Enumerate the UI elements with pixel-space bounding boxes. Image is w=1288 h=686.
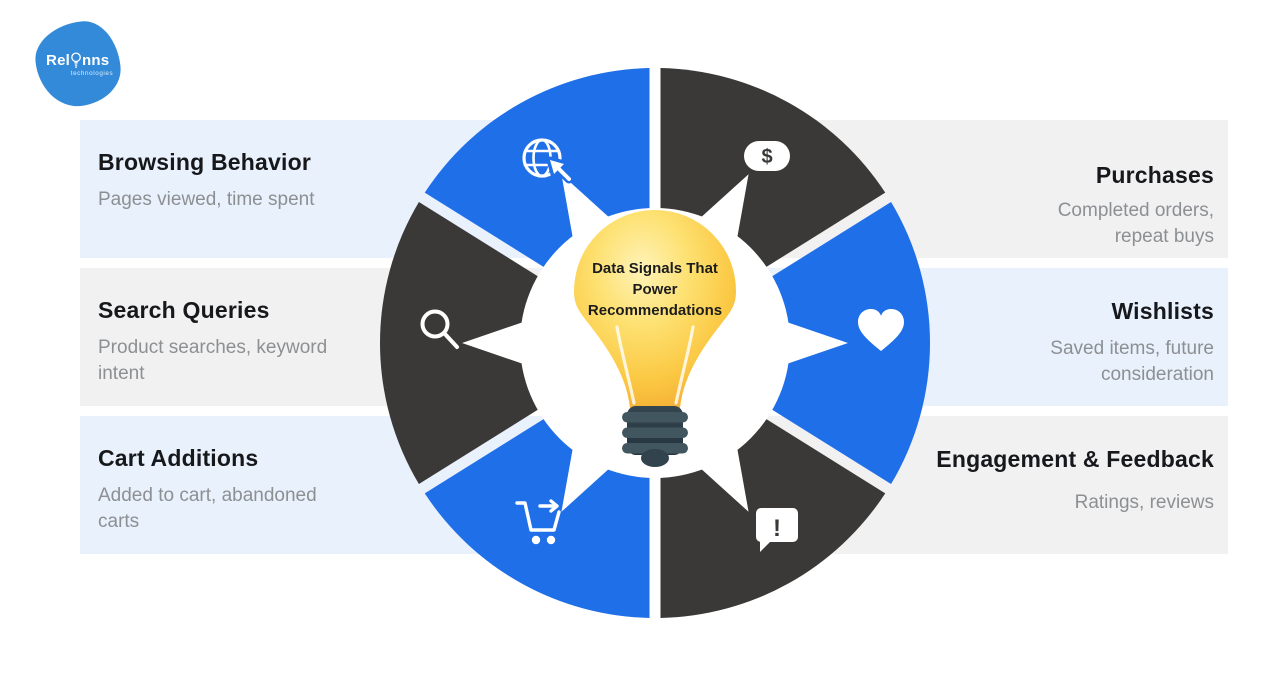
center-title-line3: Recommendations bbox=[588, 302, 722, 319]
bulb-ridge bbox=[622, 427, 688, 438]
bulb-highlight-left bbox=[615, 325, 636, 405]
row-subtitle: Added to cart, abandoned carts bbox=[98, 485, 317, 532]
bulb-nub bbox=[641, 449, 669, 467]
bulb-ridge bbox=[622, 412, 688, 423]
row-subtitle: Ratings, reviews bbox=[1074, 492, 1214, 514]
bulb-i-icon bbox=[71, 51, 82, 68]
row-title: Engagement & Feedback bbox=[936, 446, 1214, 472]
cursor-arrow bbox=[546, 156, 574, 184]
row-subtitle: Product searches, keyword intent bbox=[98, 337, 328, 384]
relinns-logo-inner: Rel nns technologies bbox=[46, 52, 113, 77]
exclamation-glyph: ! bbox=[773, 515, 781, 542]
center-title-line1: Data Signals That bbox=[592, 260, 718, 277]
row-title: Browsing Behavior bbox=[98, 149, 311, 175]
row-title: Purchases bbox=[1095, 162, 1214, 188]
row-title: Search Queries bbox=[98, 297, 270, 323]
data-signals-wheel: Data Signals That Power Recommendations … bbox=[380, 68, 930, 618]
relinns-logo: Rel nns technologies bbox=[31, 17, 125, 111]
bulb-ridge bbox=[622, 443, 688, 454]
row-title: Wishlists bbox=[1111, 298, 1214, 324]
row-title: Cart Additions bbox=[98, 445, 259, 471]
lightbulb-illustration: Data Signals That Power Recommendations bbox=[574, 209, 736, 467]
exclamation-bubble-icon: ! bbox=[756, 508, 798, 552]
brand-tagline: technologies bbox=[71, 69, 114, 77]
brand-name: Rel nns bbox=[46, 52, 109, 69]
heart-icon bbox=[858, 309, 904, 351]
bulb-highlight-right bbox=[674, 325, 695, 405]
bulb-glass bbox=[574, 209, 736, 408]
dollar-glyph: $ bbox=[761, 146, 772, 168]
dollar-icon: $ bbox=[744, 141, 790, 171]
cart-arrow-icon bbox=[515, 499, 561, 545]
brand-suffix: nns bbox=[82, 51, 110, 69]
row-subtitle: Saved items, future consideration bbox=[1050, 338, 1214, 385]
search-icon bbox=[420, 309, 459, 349]
row-subtitle: Pages viewed, time spent bbox=[98, 189, 315, 211]
row-subtitle: Completed orders, repeat buys bbox=[1057, 200, 1214, 247]
center-title-line2: Power bbox=[632, 281, 677, 298]
globe-cursor-icon bbox=[522, 138, 574, 184]
brand-prefix: Rel bbox=[46, 51, 71, 69]
